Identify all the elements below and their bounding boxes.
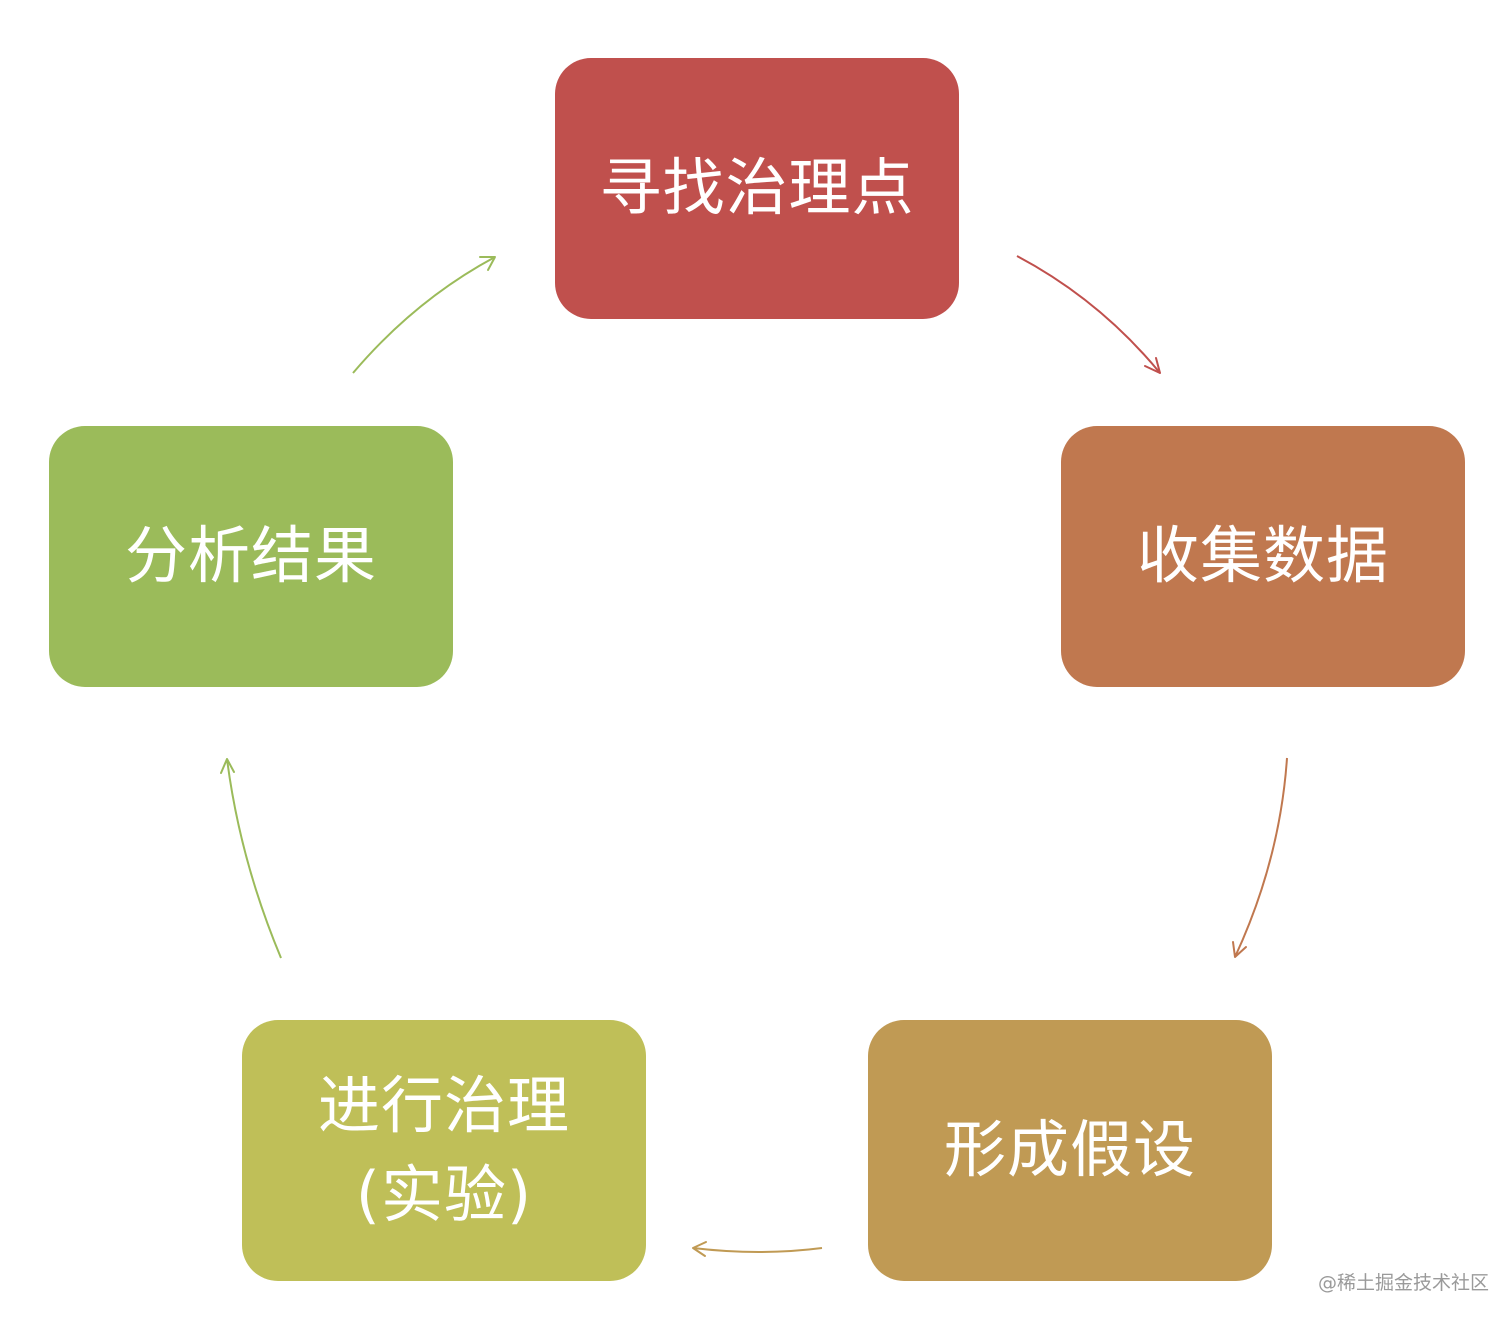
arrow-execute-to-analyze: [220, 758, 282, 959]
node-execute-governance: 进行治理 (实验): [242, 1020, 646, 1281]
node-analyze-results: 分析结果: [49, 426, 453, 687]
node-label: 收集数据: [1136, 519, 1389, 593]
node-label: 形成假设: [943, 1113, 1196, 1187]
arrow-analyze-to-find: [352, 256, 496, 374]
node-form-hypothesis: 形成假设: [868, 1020, 1272, 1281]
node-collect-data: 收集数据: [1061, 426, 1465, 687]
arrow-find-to-collect: [1016, 255, 1161, 374]
watermark: @稀土掘金技术社区: [1318, 1272, 1490, 1294]
node-label: 寻找治理点: [599, 151, 915, 225]
node-label-line-1: 进行治理: [317, 1069, 570, 1143]
node-find-governance-point: 寻找治理点: [555, 58, 959, 319]
arrow-hypothesis-to-execute: [692, 1241, 823, 1257]
node-label: 分析结果: [124, 519, 377, 593]
arrow-collect-to-hypothesis: [1232, 757, 1288, 958]
node-label-line-2: (实验): [355, 1157, 533, 1231]
